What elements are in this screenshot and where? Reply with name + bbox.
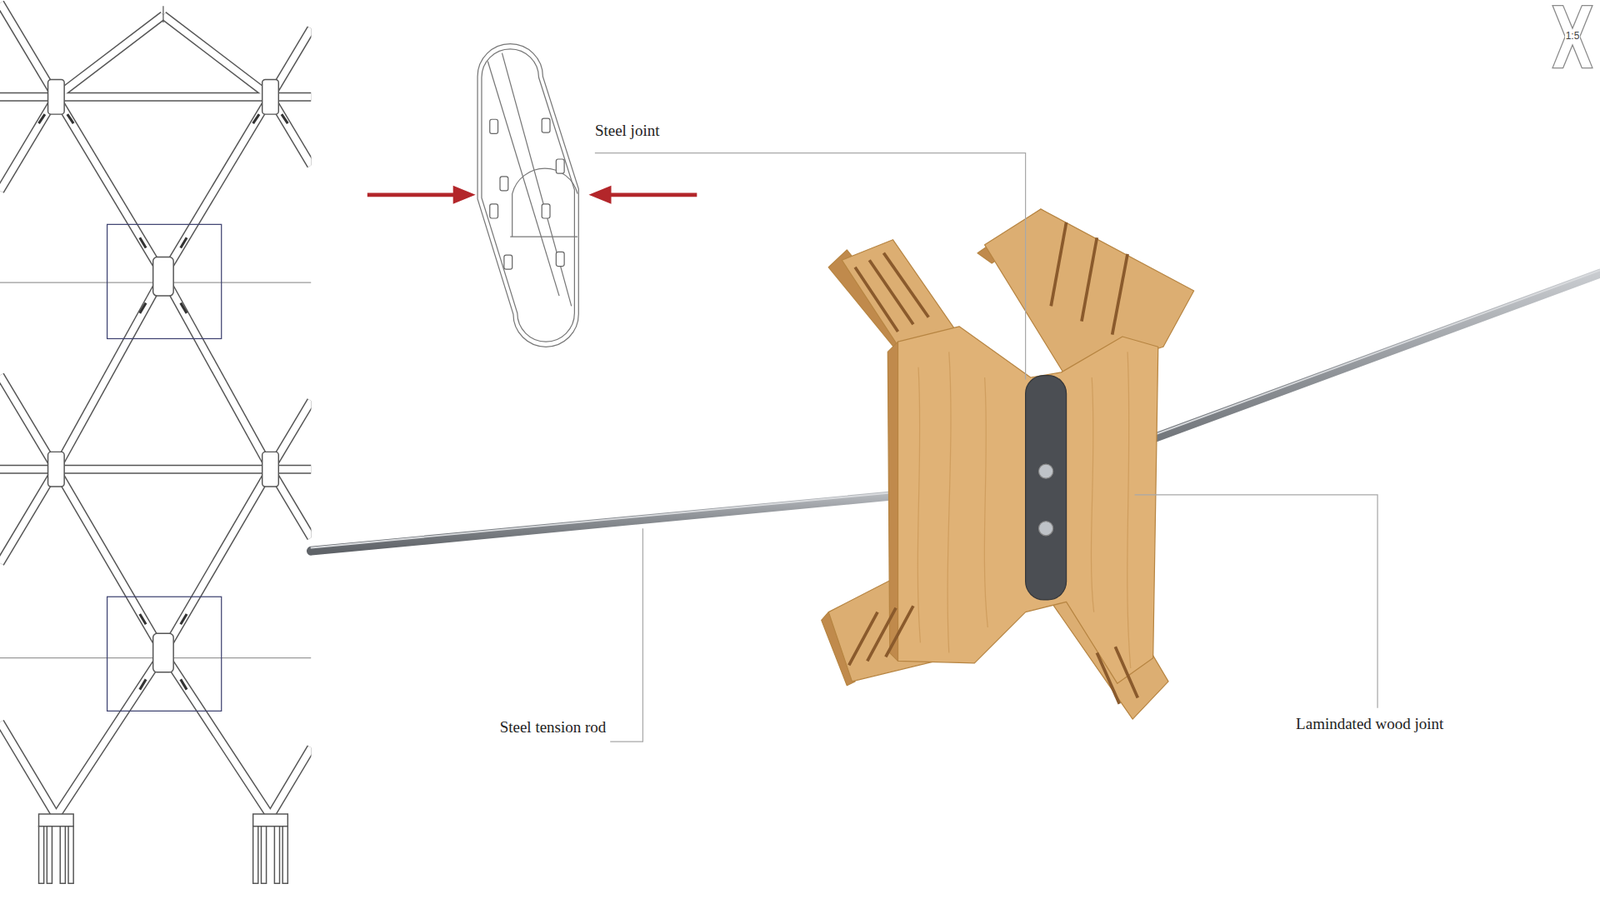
scale-text: 1:5 <box>1565 30 1581 42</box>
laminated-wood-joint <box>885 605 914 657</box>
laminated-wood-joint <box>1112 254 1128 335</box>
laminated-wood-joint <box>985 209 1195 378</box>
lattice-elevation <box>140 303 146 314</box>
lattice-elevation <box>140 679 146 690</box>
lattice-elevation <box>253 826 259 885</box>
laminated-wood-joint <box>1039 521 1054 536</box>
callout-label: Steel joint <box>595 121 660 141</box>
steel-joint-section <box>541 118 550 133</box>
steel-joint-section <box>501 53 571 307</box>
steel-joint-section <box>504 255 513 270</box>
laminated-wood-joint <box>855 267 898 332</box>
laminated-wood-joint <box>1115 646 1138 698</box>
lattice-elevation <box>153 257 174 297</box>
leader-lines <box>595 153 1378 742</box>
laminated-wood-joint <box>1090 377 1094 613</box>
callout-label: Steel tension rod <box>500 718 607 738</box>
laminated-wood-joint <box>984 377 988 628</box>
laminated-wood-joint <box>821 209 1195 720</box>
steel-joint-section <box>555 159 565 174</box>
lattice-elevation <box>153 633 174 673</box>
lattice-elevation <box>39 814 75 827</box>
lattice-elevation <box>180 303 187 314</box>
lattice-elevation <box>46 826 52 885</box>
steel-joint-section <box>490 119 499 134</box>
laminated-wood-joint <box>883 253 929 318</box>
laminated-wood-joint <box>1096 653 1120 705</box>
steel-joint-section <box>500 176 509 191</box>
lattice-elevation <box>162 5 164 23</box>
lattice-elevation <box>140 237 146 248</box>
laminated-wood-joint <box>1025 375 1067 600</box>
leader-lines <box>1135 495 1378 709</box>
leader-lines <box>610 528 643 742</box>
laminated-wood-joint <box>1039 464 1054 479</box>
steel-joint-section <box>510 235 578 237</box>
steel-joint-section <box>512 168 578 237</box>
load-arrows <box>608 192 698 197</box>
steel-joint-section <box>555 251 565 266</box>
lattice-elevation <box>0 3 311 817</box>
scale-icon: 1:5 <box>1548 3 1597 70</box>
lattice-elevation <box>282 826 288 885</box>
lattice-elevation <box>67 114 74 124</box>
lattice-elevation <box>107 224 222 339</box>
laminated-wood-joint <box>849 612 878 666</box>
lattice-elevation <box>39 114 45 124</box>
laminated-wood-joint <box>869 260 914 325</box>
steel-joint-section <box>481 49 575 342</box>
laminated-wood-joint <box>917 367 920 644</box>
lattice-elevation <box>48 79 65 115</box>
steel-joint-section <box>477 44 579 348</box>
lattice-elevation <box>253 814 289 827</box>
load-arrows <box>367 185 698 205</box>
lattice-elevation <box>0 3 311 885</box>
load-arrows <box>589 185 612 205</box>
laminated-wood-joint <box>1127 351 1131 669</box>
lattice-elevation <box>274 826 280 885</box>
lattice-elevation <box>68 826 74 885</box>
laminated-wood-joint <box>1050 222 1066 306</box>
laminated-wood-joint <box>1081 237 1097 321</box>
leader-lines <box>595 153 1026 380</box>
lattice-elevation <box>262 451 280 487</box>
lattice-elevation <box>39 826 45 885</box>
lattice-elevation <box>39 814 289 884</box>
lattice-elevation <box>48 451 65 487</box>
laminated-wood-joint <box>849 222 1139 705</box>
laminated-wood-joint <box>867 608 896 662</box>
lattice-elevation <box>60 826 65 885</box>
steel-joint-section <box>490 118 565 270</box>
lattice-elevation <box>281 114 288 124</box>
steel-joint-section <box>490 204 499 219</box>
lattice-elevation <box>107 596 222 711</box>
lattice-elevation <box>48 79 280 672</box>
lattice-elevation <box>253 114 260 124</box>
lattice-elevation <box>260 826 266 885</box>
laminated-wood-joint <box>898 326 1159 685</box>
steel-joint-section <box>487 60 560 296</box>
load-arrows <box>453 185 476 205</box>
x-outline <box>1552 5 1593 69</box>
lattice-elevation <box>0 3 311 817</box>
lattice-elevation <box>180 614 187 625</box>
lattice-elevation <box>262 79 280 115</box>
callout-label: Lamindated wood joint <box>1295 715 1444 735</box>
lattice-elevation <box>140 614 146 625</box>
lattice-elevation <box>39 114 289 690</box>
laminated-wood-joint <box>917 351 1130 669</box>
steel-joint-section <box>541 204 550 219</box>
lattice-elevation <box>180 237 187 248</box>
lattice-elevation <box>180 679 187 690</box>
laminated-wood-joint <box>947 351 951 653</box>
load-arrows <box>367 192 457 197</box>
steel-joint-section <box>477 44 579 348</box>
